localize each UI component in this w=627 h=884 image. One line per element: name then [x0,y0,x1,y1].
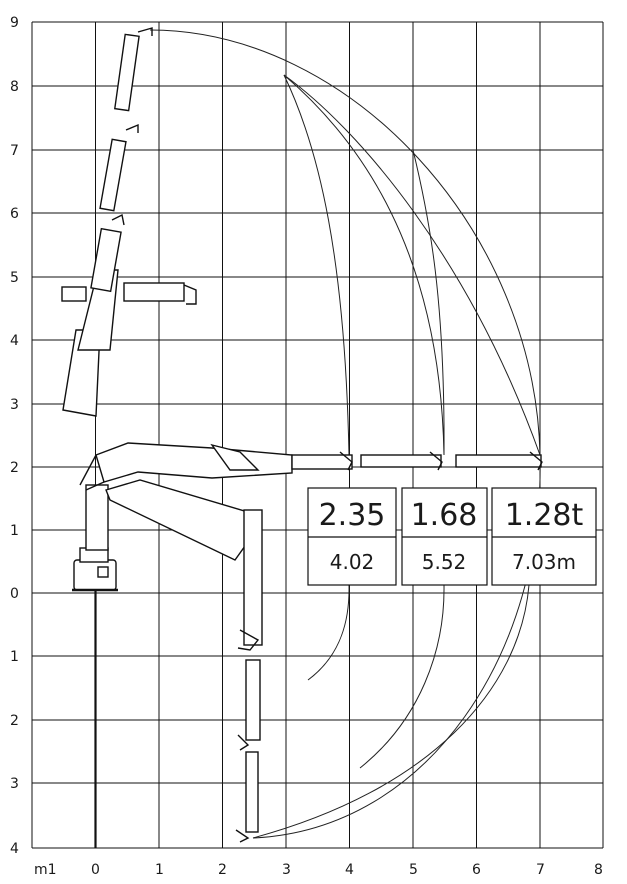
hanging-extension-1 [245,659,261,741]
extension-3 [455,454,542,468]
x-label: 0 [91,862,100,878]
raised-boom-section [90,227,122,293]
capacity-reach: 5.52 [422,550,467,574]
x-axis-unit-label: m1 [34,862,57,878]
folded-boom-vertical [243,509,263,646]
capacity-load: 2.35 [319,498,386,533]
capacity-box-2: 1.68 5.52 [401,487,488,586]
y-label: 2 [10,713,19,729]
x-label: 1 [155,862,164,878]
reach-curve-1 [283,74,350,456]
reach-curve-3 [283,74,541,456]
x-label: 4 [345,862,354,878]
y-label: 8 [10,79,19,95]
x-label: 7 [536,862,545,878]
crane-illustration [61,27,543,843]
main-boom-horizontal [95,442,293,483]
reach-curve-4 [412,149,445,456]
x-label: 3 [282,862,291,878]
y-label: 3 [10,397,19,413]
capacity-box-3: 1.28t 7.03m [491,487,597,586]
y-label: 4 [10,841,19,857]
y-label: 0 [10,586,19,602]
reach-curve-lower-1 [307,584,350,681]
reach-curve-lower-3 [252,584,530,839]
y-label: 9 [10,15,19,31]
stabiliser-left [61,286,87,302]
y-axis-labels: 9 8 7 6 5 4 3 2 1 0 1 2 3 4 [10,15,19,857]
extension-2 [360,454,442,468]
y-label: 6 [10,206,19,222]
raised-extension-2 [113,33,140,112]
raised-extension-1 [99,138,127,212]
crane-base [73,559,117,591]
x-label: 2 [218,862,227,878]
reach-curves [149,29,541,839]
hanging-extension-2 [245,751,259,833]
reach-curve-2 [283,74,445,456]
y-label: 3 [10,776,19,792]
capacity-load: 1.68 [411,498,478,533]
capacity-load: 1.28t [505,498,584,533]
y-label: 1 [10,649,19,665]
extension-1 [291,454,353,470]
x-label: 6 [472,862,481,878]
capacity-reach: 7.03m [512,550,576,574]
y-label: 4 [10,333,19,349]
x-label: 8 [594,862,603,878]
y-label: 5 [10,270,19,286]
x-axis-labels: m1 0 1 2 3 4 5 6 7 8 [34,862,603,878]
outer-reach-arc [149,29,541,839]
folded-boom [105,479,261,561]
x-label: 5 [409,862,418,878]
y-label: 1 [10,523,19,539]
reach-curve-lower-2 [359,584,445,769]
y-label: 2 [10,460,19,476]
stabiliser-right [123,282,185,302]
capacity-box-1: 2.35 4.02 [307,487,397,586]
capacity-reach: 4.02 [330,550,375,574]
crane-column [85,484,109,551]
y-label: 7 [10,143,19,159]
